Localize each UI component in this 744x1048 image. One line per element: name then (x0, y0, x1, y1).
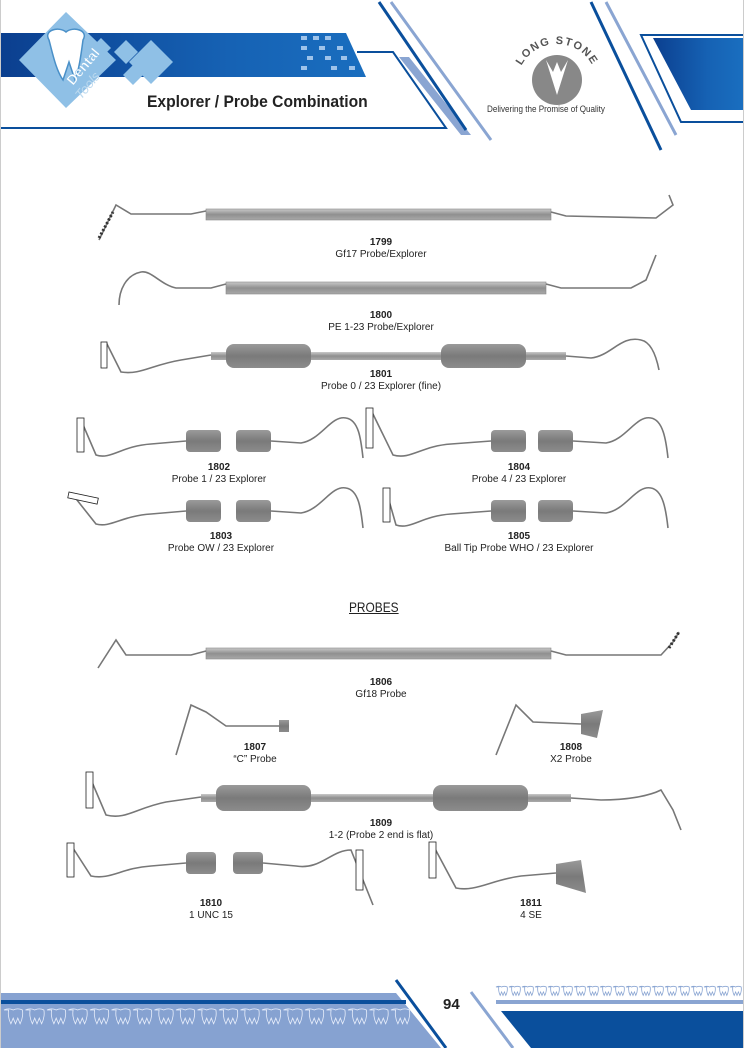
tooth-pattern-icon (586, 985, 599, 997)
tooth-pattern-icon (46, 1008, 67, 1025)
tooth-pattern-icon (25, 1008, 45, 1025)
tooth-pattern-icon (89, 1008, 110, 1025)
footer-banner (1, 979, 743, 1048)
tooth-pattern-icon (599, 985, 612, 997)
tooth-pattern-icon (111, 1008, 131, 1025)
tooth-pattern-icon (240, 1008, 260, 1025)
instrument-1802 (76, 417, 364, 459)
header-banner: Tools Dental LONG STONE (1, 1, 743, 151)
page-title: Explorer / Probe Combination (147, 92, 368, 111)
tooth-pattern-icon (68, 1008, 88, 1025)
tooth-pattern-icon (3, 1008, 24, 1025)
tooth-pattern-icon (132, 1008, 153, 1025)
tooth-pattern-icon (175, 1008, 196, 1025)
tooth-pattern-icon (261, 1008, 282, 1025)
tooth-pattern-icon (729, 985, 742, 997)
instrument-1808 (495, 703, 603, 756)
instrument-1810 (66, 842, 374, 906)
tooth-pattern-icon (495, 985, 508, 997)
tooth-pattern-icon (218, 1008, 239, 1025)
tooth-pattern-icon (508, 985, 521, 997)
tooth-pattern-icon (197, 1008, 217, 1025)
tooth-pattern-icon (547, 985, 560, 997)
tooth-pattern-icon (625, 985, 638, 997)
tooth-pattern-icon (664, 985, 677, 997)
instrument-1803 (67, 487, 364, 529)
instrument-1805 (382, 487, 669, 529)
tooth-pattern-icon (612, 985, 625, 997)
tooth-pattern-icon (369, 1008, 389, 1025)
tooth-pattern-icon (304, 1008, 325, 1025)
tooth-pattern-icon (651, 985, 664, 997)
tooth-pattern-icon (716, 985, 729, 997)
instrument-1809 (85, 771, 682, 831)
page-number: 94 (443, 996, 460, 1013)
tooth-pattern-icon (573, 985, 586, 997)
tooth-pattern-icon (521, 985, 534, 997)
longstone-logo: LONG STONE (514, 35, 599, 105)
instrument-1807 (175, 703, 289, 756)
instrument-1811 (428, 841, 586, 893)
tooth-pattern-icon (347, 1008, 368, 1025)
instrument-1804 (365, 407, 669, 459)
tooth-pattern-icon (326, 1008, 346, 1025)
probes-heading: PROBES (349, 599, 399, 615)
tooth-pattern-icon (534, 985, 547, 997)
instrument-1800 (118, 254, 657, 306)
instrument-1799 (97, 194, 674, 241)
product-1807: 1807“C” Probe (233, 742, 277, 765)
tooth-pattern-icon (690, 985, 703, 997)
tooth-pattern-icon (154, 1008, 174, 1025)
instrument-1801 (100, 338, 660, 374)
tooth-pattern-icon (560, 985, 573, 997)
tooth-pattern-icon (283, 1008, 303, 1025)
tooth-pattern-icon (638, 985, 651, 997)
tooth-pattern-icon (390, 1008, 411, 1025)
tooth-pattern-icon (703, 985, 716, 997)
instrument-1806 (97, 631, 681, 669)
tooth-pattern-icon (677, 985, 690, 997)
brand-tagline: Delivering the Promise of Quality (487, 104, 605, 114)
